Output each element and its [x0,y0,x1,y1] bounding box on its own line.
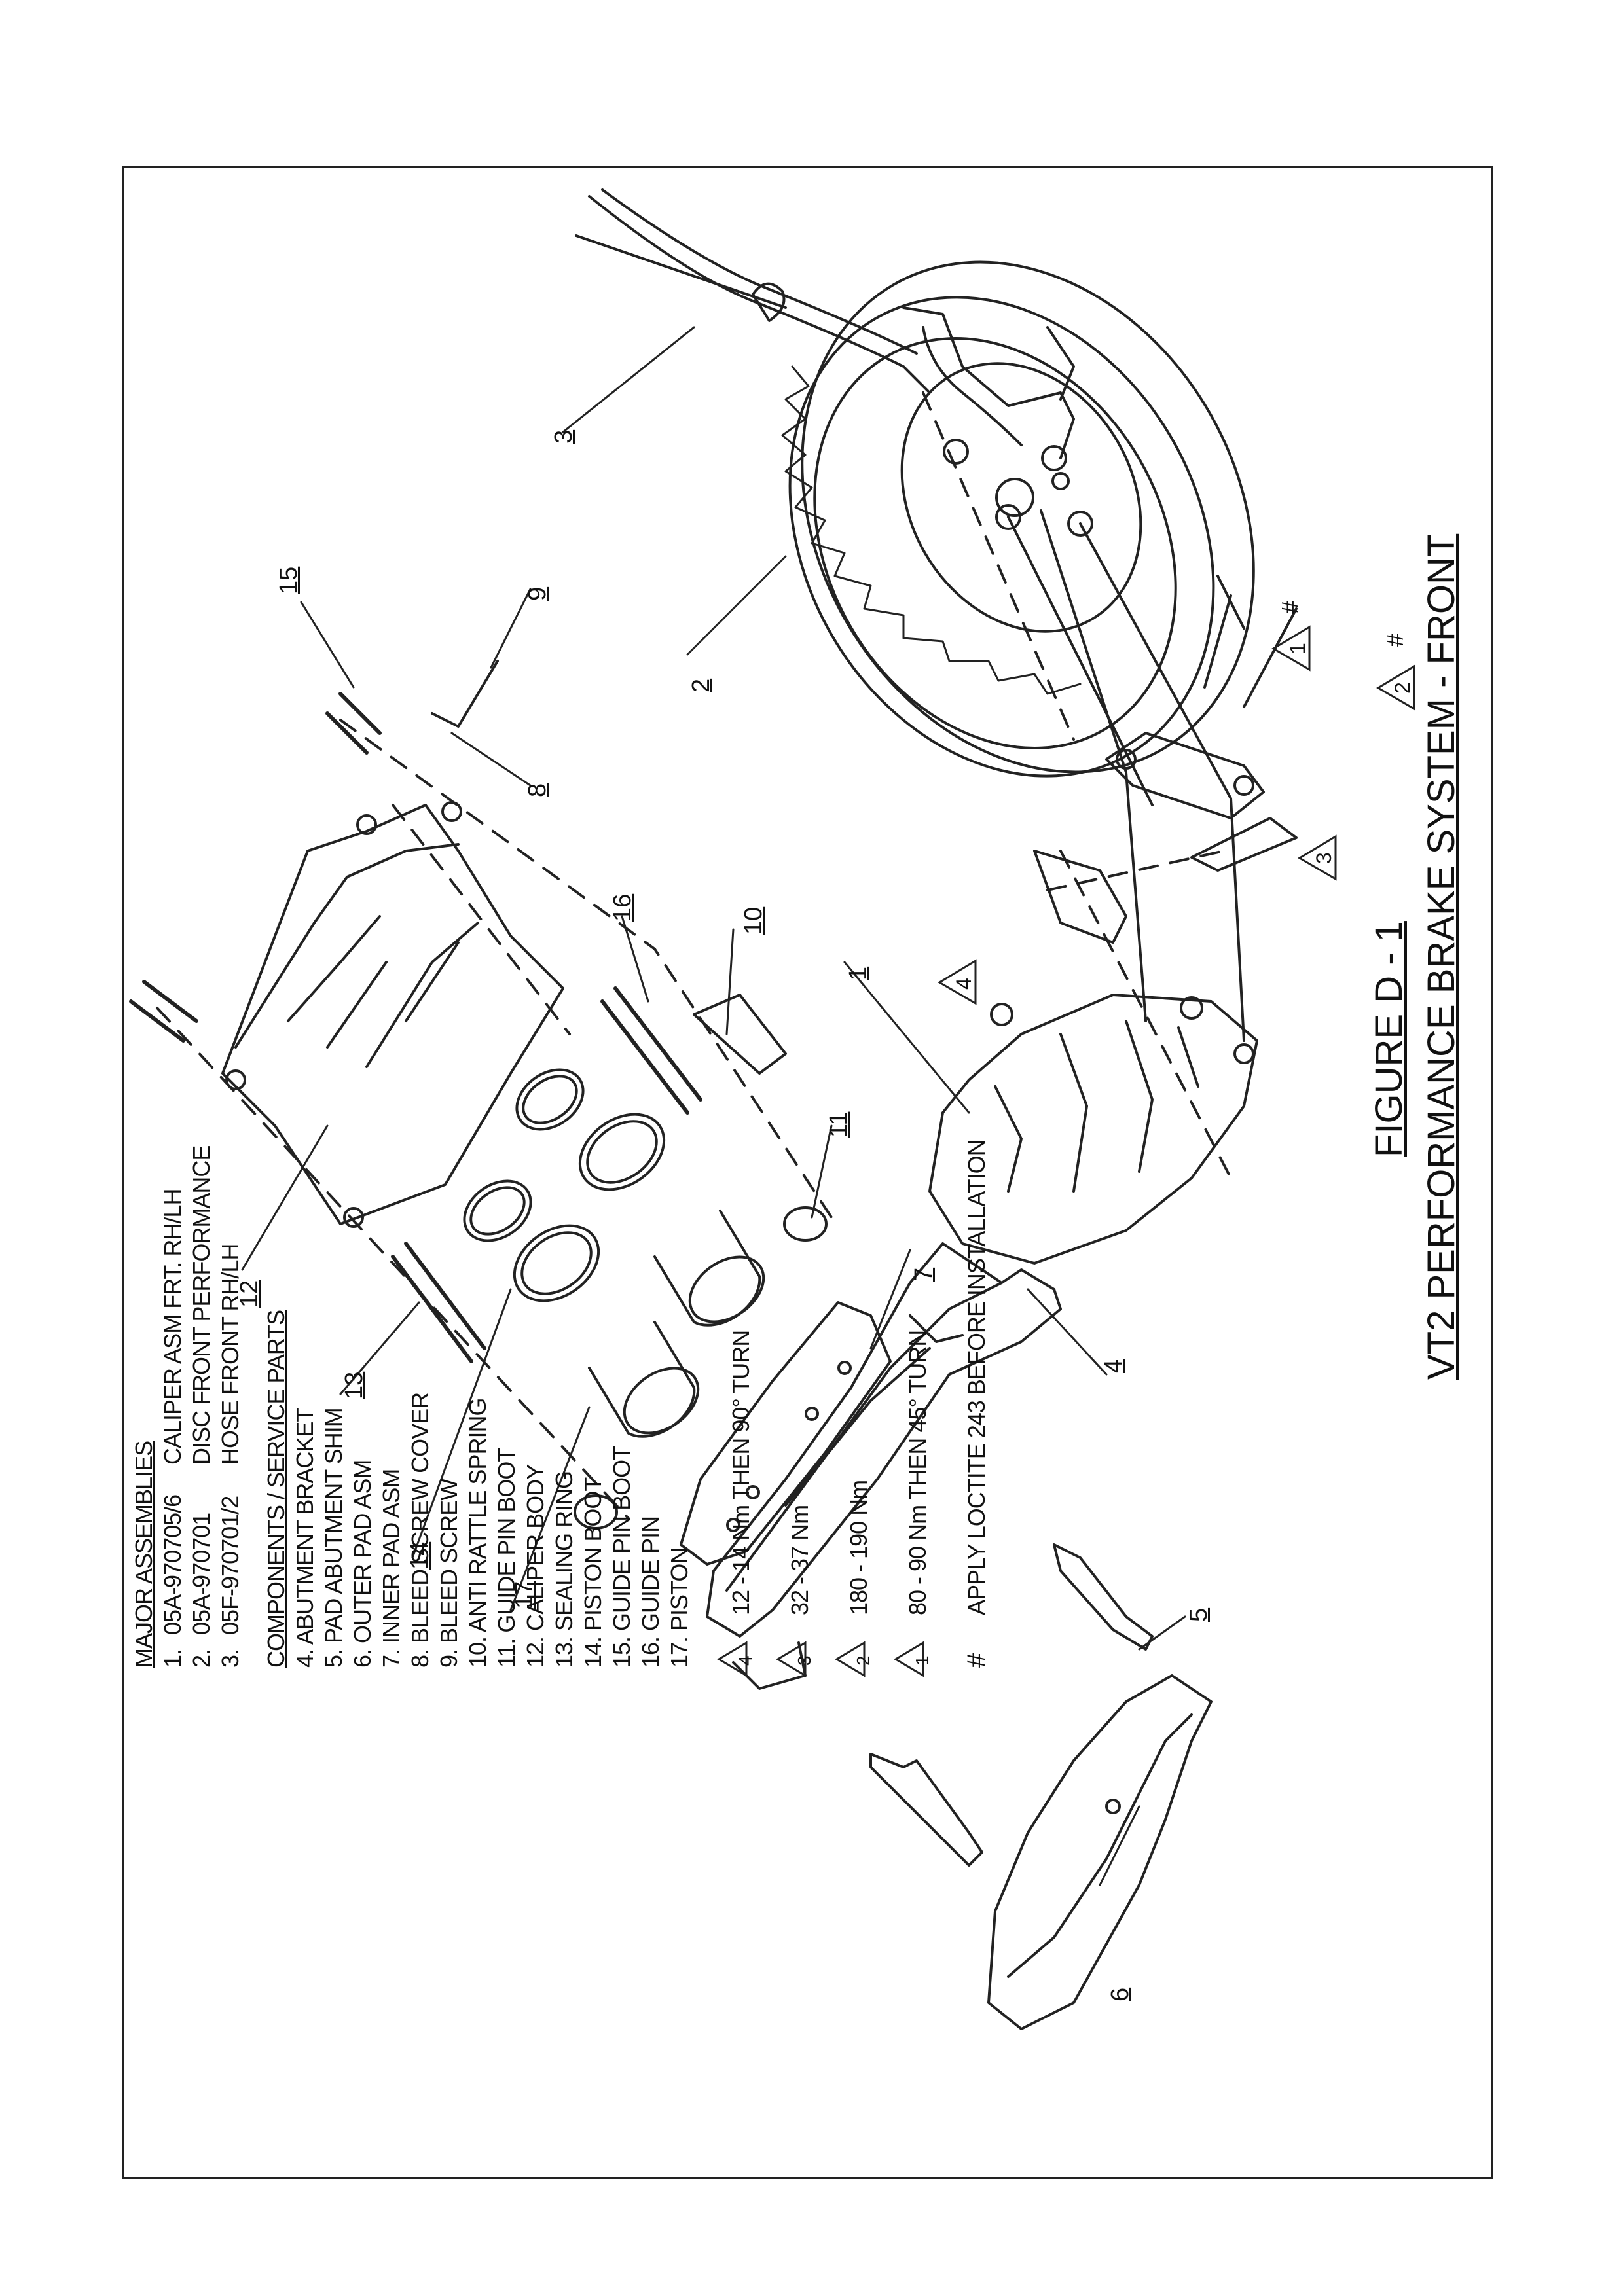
callout-12: 12 [236,1280,263,1308]
component-item: 5. PAD ABUTMENT SHIM [320,1408,347,1668]
assembly-solid-lines [1007,509,1245,1042]
callout-7: 7 [910,1267,938,1282]
callout-13: 13 [340,1371,368,1399]
inner-pad [680,1301,892,1566]
component-item: 11. GUIDE PIN BOOT [493,1448,520,1668]
component-item: 9. BLEED SCREW [435,1479,462,1668]
torque-note-3: 32 - 37 Nm [786,1505,813,1615]
flag-1: 1 [1286,643,1309,655]
figure-number: FIGURE D - 1 [1368,921,1410,1157]
caliper-body [221,801,564,1228]
flag-3: 3 [1312,852,1336,864]
major-desc-1: CALIPER ASM FRT. RH/LH [159,1189,186,1465]
torque-note-loctite: APPLY LOCTITE 243 BEFORE INSTALLATION [963,1139,990,1615]
component-item: 15. GUIDE PIN BOOT [608,1446,635,1668]
torque-symbol-1: 1 [912,1656,932,1666]
callout-9: 9 [524,586,551,601]
component-item: 6. OUTER PAD ASM [349,1460,376,1668]
component-item: 12. CALIPER BODY [522,1464,549,1668]
torque-note-4: 12 - 14 Nm THEN 90° TURN [727,1330,754,1615]
abutment-bracket [706,1242,1062,1690]
flag-hash-2: # [1381,633,1408,647]
torque-triangle-3 [776,1641,807,1677]
callout-16: 16 [609,893,636,922]
major-desc-2: DISC FRONT PERFORMANCE [188,1145,215,1465]
torque-symbol-hash: # [962,1653,991,1668]
callout-6: 6 [1106,1987,1134,2001]
torque-note-2: 180 - 190 Nm [845,1480,872,1615]
callout-14: 14 [406,1541,433,1570]
callout-5: 5 [1185,1607,1213,1622]
drawing-border [122,166,1493,2179]
major-num-1: 1. [159,1649,186,1668]
callout-11: 11 [825,1111,852,1138]
flag-2: 2 [1391,682,1414,694]
major-part-1: 05A-970705/6 [159,1494,186,1635]
callout-4: 4 [1100,1359,1127,1373]
callout-leaders [241,326,1186,1886]
component-item: 13. SEALING RING [551,1471,577,1668]
flag-4: 4 [952,978,976,990]
torque-symbols [717,1641,924,1677]
component-item: 7. INNER PAD ASM [378,1469,405,1668]
component-item: 14. PISTON BOOT [579,1477,606,1668]
outer-pad [987,1674,1213,2030]
component-item: 16. GUIDE PIN [637,1516,664,1668]
brake-disc [781,260,1255,778]
component-item: 8. BLEED SCREW COVER [407,1392,433,1668]
flag-triangle-3 [1298,834,1337,881]
caliper-assembly [928,994,1258,1265]
callout-3: 3 [550,429,577,444]
torque-symbol-3: 3 [794,1656,814,1666]
major-part-3: 05F-970701/2 [217,1496,244,1635]
brake-hose-and-upright [575,188,1075,459]
major-desc-3: HOSE FRONT RH/LH [217,1244,244,1465]
torque-triangle-1 [894,1641,924,1677]
major-part-2: 05A-970701 [188,1513,215,1635]
components-heading: COMPONENTS / SERVICE PARTS [263,1310,289,1668]
component-item: 10. ANTI RATTLE SPRING [464,1398,491,1668]
torque-note-1: 80 - 90 Nm THEN 45° TURN [904,1330,931,1615]
assembly-axis-lines [156,391,1232,1520]
callout-17: 17 [511,1581,538,1609]
small-hardware [129,575,1298,1530]
major-assemblies-heading: MAJOR ASSEMBLIES [130,1441,157,1668]
major-num-3: 3. [217,1649,244,1668]
flag-hash-1: # [1277,600,1304,614]
callout-2: 2 [687,678,715,692]
flag-triangle-2 [1376,664,1415,711]
torque-symbol-2: 2 [853,1656,873,1666]
callout-1: 1 [845,966,872,980]
callout-10: 10 [740,906,767,935]
torque-triangle-4 [717,1641,748,1677]
callout-8: 8 [524,783,551,797]
figure-title: VT2 PERFORMANCE BRAKE SYSTEM - FRONT [1420,533,1463,1380]
callout-15: 15 [275,566,302,594]
torque-triangle-2 [835,1641,866,1677]
torque-symbol-4: 4 [735,1656,756,1666]
pistons-and-seals [463,1068,765,1438]
component-item: 4. ABUTMENT BRACKET [291,1408,318,1668]
component-item: 17. PISTON [666,1547,693,1668]
flag-triangle-4 [938,959,977,1005]
flag-triangle-1 [1271,625,1311,672]
major-num-2: 2. [188,1649,215,1668]
